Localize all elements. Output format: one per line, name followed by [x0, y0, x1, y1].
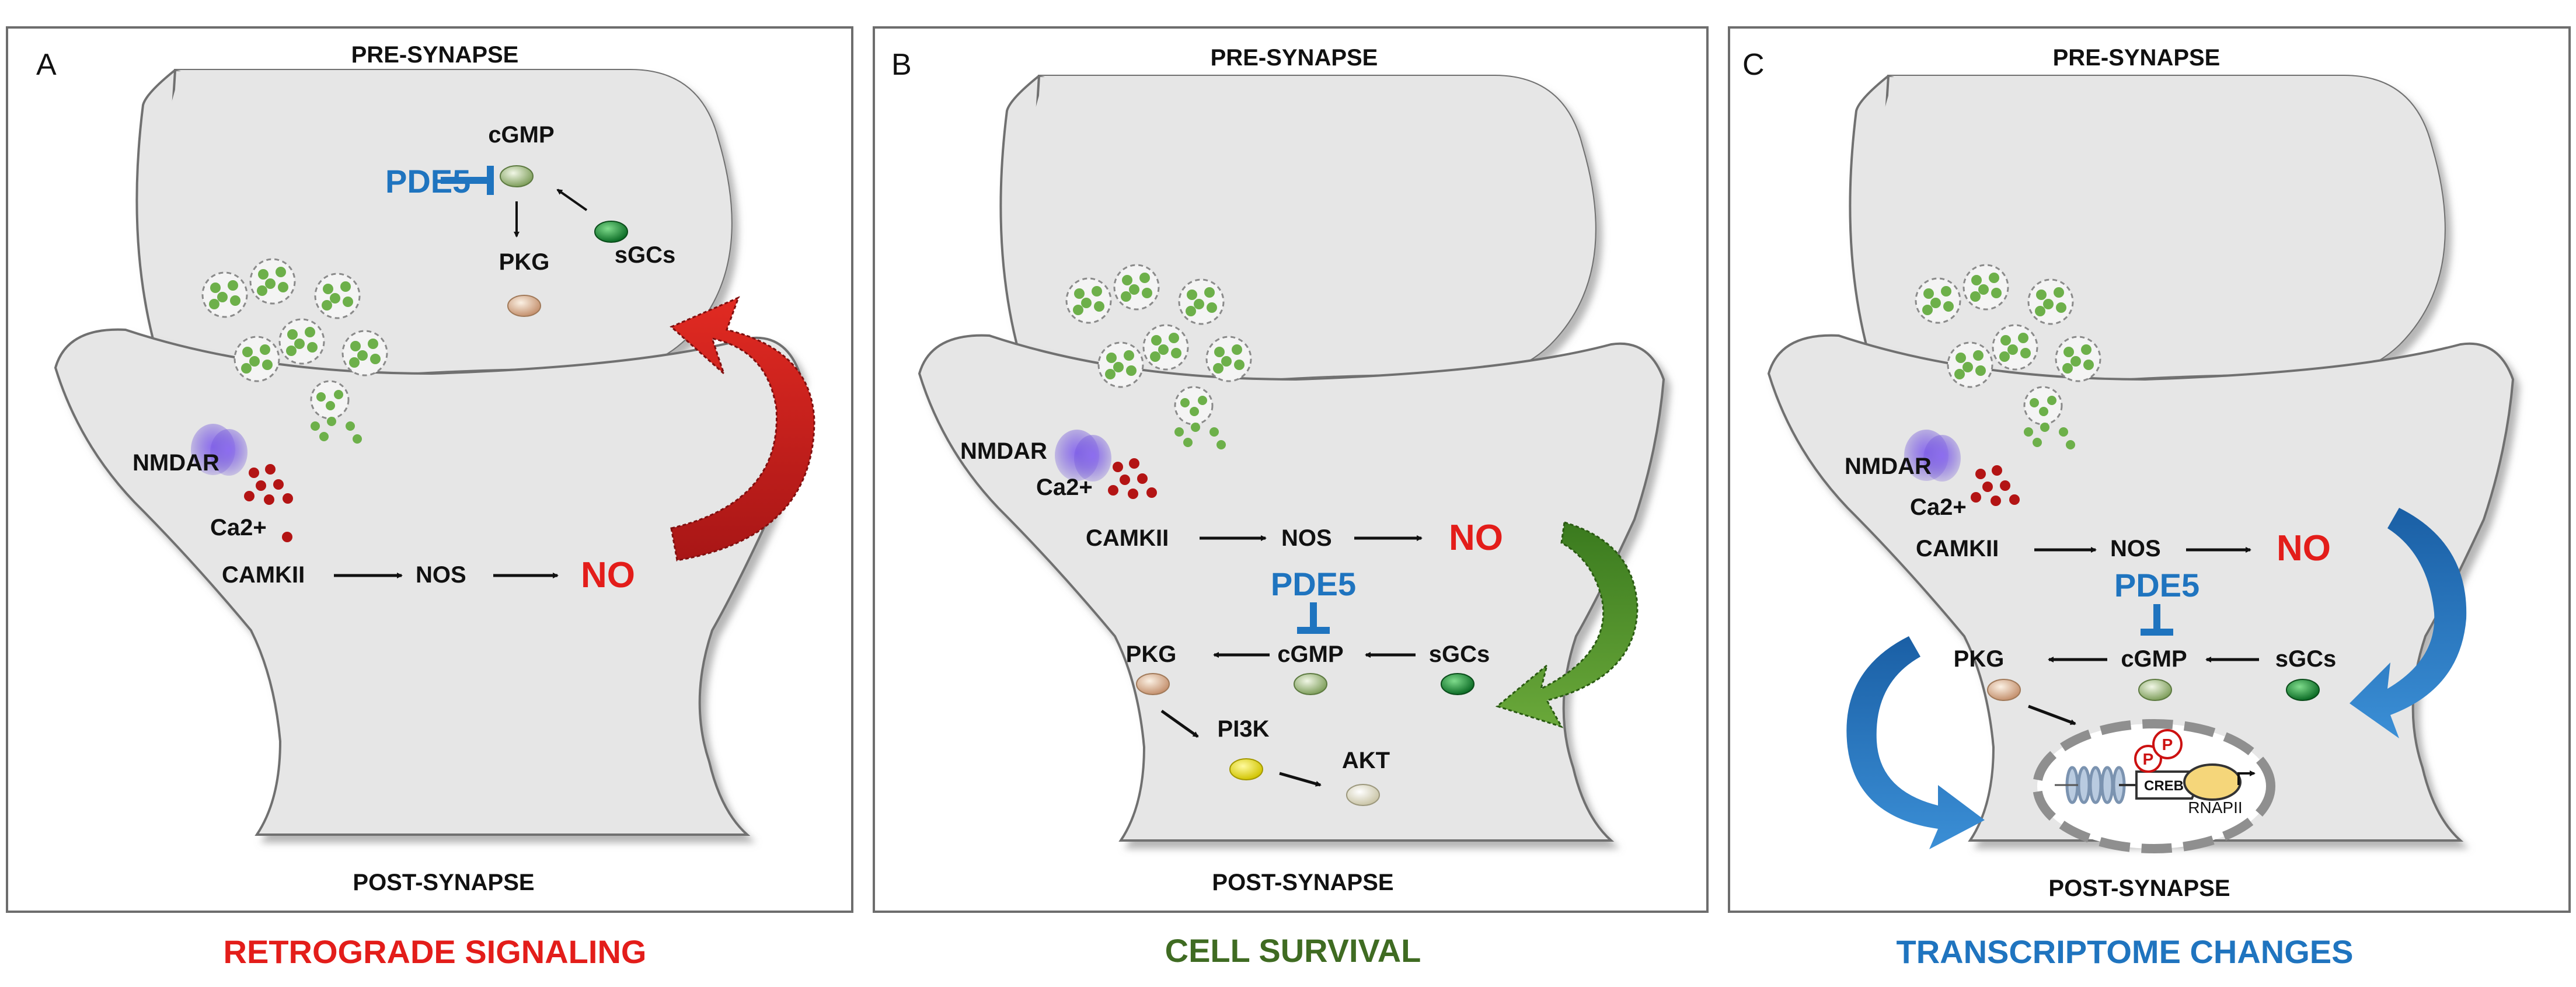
phosphate-icon	[2152, 729, 2183, 759]
ca-label: Ca2+	[1036, 475, 1093, 500]
transcription-start-arrow	[2237, 770, 2256, 785]
pi3k-to-akt-arrow	[1279, 772, 1322, 787]
sgcs-molecule	[594, 221, 628, 243]
pkg-molecule	[507, 295, 541, 317]
cgmp-label: cGMP	[1277, 641, 1343, 667]
pre-synapse-label: PRE-SYNAPSE	[2053, 45, 2221, 71]
panel-a: A PRE-SYNAPSE POST-SYNAPSE cGMP PDE5 sGC…	[6, 26, 853, 913]
ca-label: Ca2+	[210, 515, 267, 540]
nmdar-label: NMDAR	[133, 450, 219, 476]
panel-b: B PRE-SYNAPSE POST-SYNAPSE NMDAR Ca2+ CA…	[873, 26, 1709, 913]
no-label: NO	[581, 555, 635, 595]
phosphate-icon	[2134, 745, 2162, 773]
cgmp-label: cGMP	[2121, 646, 2187, 672]
pkg-molecule	[1987, 679, 2021, 701]
cgmp-molecule	[1294, 673, 1327, 695]
cgmp-molecule	[2138, 679, 2172, 701]
panel-c: C PRE-SYNAPSE POST-SYNAPSE NMDAR Ca2+ CA…	[1728, 26, 2571, 913]
pre-synapse-label: PRE-SYNAPSE	[351, 42, 519, 68]
caption-cell-survival: CELL SURVIVAL	[1165, 932, 1421, 969]
post-synapse-label: POST-SYNAPSE	[353, 870, 534, 895]
akt-molecule	[1346, 784, 1380, 806]
pde5-label: PDE5	[1271, 566, 1356, 602]
nos-label: NOS	[416, 562, 466, 588]
rnapii-protein	[2183, 763, 2242, 801]
nos-label: NOS	[1281, 525, 1332, 551]
pkg-label: PKG	[1954, 646, 2005, 672]
rnapii-label: RNAPII	[2188, 798, 2242, 817]
pre-synapse-label: PRE-SYNAPSE	[1211, 45, 1378, 71]
camkii-label: CAMKII	[1916, 536, 1999, 561]
no-signal-arrow	[1495, 521, 1639, 728]
pkg-to-pi3k-arrow	[1160, 709, 1199, 738]
sgcs-label: sGCs	[1429, 641, 1490, 667]
pkg-to-nucleus-arrow	[2028, 704, 2076, 726]
no-signal-arrow-left	[1846, 636, 1985, 849]
sgcs-to-cgmp-arrow	[556, 189, 588, 211]
no-label: NO	[1449, 518, 1503, 558]
pkg-label: PKG	[1126, 641, 1177, 667]
caption-retrograde-signaling: RETROGRADE SIGNALING	[224, 933, 647, 970]
panel-letter: C	[1742, 48, 1765, 82]
caption-transcriptome-changes: TRANSCRIPTOME CHANGES	[1896, 933, 2353, 970]
creb-label: CREB	[2144, 778, 2184, 794]
nos-label: NOS	[2110, 536, 2161, 561]
pde5-label: PDE5	[2114, 567, 2199, 604]
post-synapse-label: POST-SYNAPSE	[2048, 876, 2230, 901]
panel-letter: A	[36, 48, 57, 82]
cgmp-molecule	[500, 165, 534, 187]
sgcs-label: sGCs	[2275, 646, 2337, 672]
phosphate-label: P	[2143, 750, 2154, 768]
pi3k-molecule	[1229, 758, 1263, 780]
retrograde-arrow	[670, 296, 815, 561]
ca-label: Ca2+	[1910, 494, 1967, 520]
nucleus: CREB RNAPII P P	[2033, 719, 2275, 853]
pkg-molecule	[1136, 673, 1170, 695]
panel-letter: B	[891, 48, 912, 82]
camkii-label: CAMKII	[1086, 525, 1169, 551]
akt-label: AKT	[1342, 748, 1390, 773]
sgcs-label: sGCs	[615, 242, 676, 268]
no-label: NO	[2277, 528, 2331, 569]
cgmp-label: cGMP	[488, 122, 554, 148]
pi3k-label: PI3K	[1218, 716, 1270, 742]
pkg-label: PKG	[499, 249, 550, 275]
no-signal-arrow-right	[2350, 508, 2467, 738]
post-synapse-label: POST-SYNAPSE	[1212, 870, 1393, 895]
sgcs-molecule	[2286, 679, 2320, 701]
nmdar-label: NMDAR	[960, 438, 1047, 464]
sgcs-molecule	[1441, 673, 1475, 695]
nmdar-label: NMDAR	[1845, 454, 1932, 479]
phosphate-label: P	[2162, 735, 2173, 754]
camkii-label: CAMKII	[222, 562, 305, 588]
